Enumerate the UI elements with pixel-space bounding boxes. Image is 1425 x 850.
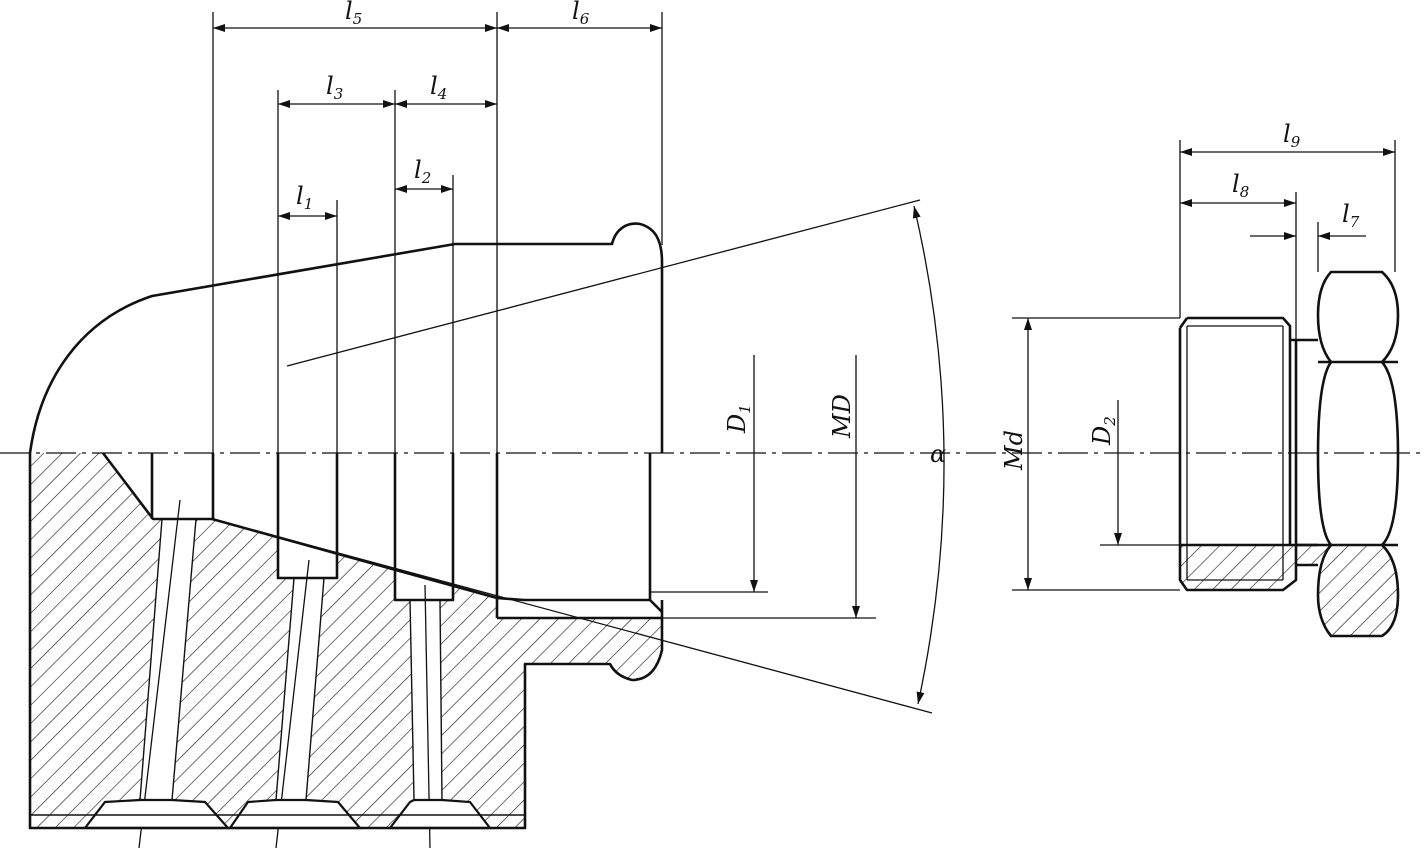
- label-md: MD: [828, 394, 856, 439]
- label-l2: l2: [414, 156, 431, 187]
- taper-line-upper: [286, 199, 921, 367]
- bore-2-cavity: [395, 453, 453, 600]
- bore-2-walls: [393, 453, 455, 602]
- socket-walls: [495, 453, 652, 618]
- plug: [1178, 270, 1400, 638]
- label-d1-idx: 1: [736, 404, 754, 414]
- label-d1: D1: [723, 404, 754, 434]
- plug-head-hatch: [1318, 545, 1398, 636]
- label-l4-sym: l: [430, 72, 438, 100]
- label-l8: l8: [1232, 170, 1249, 201]
- countersink-1: [82, 798, 231, 830]
- label-l7-sym: l: [1342, 200, 1350, 228]
- label-l1: l1: [296, 182, 313, 213]
- taper-line-lower: [211, 518, 933, 714]
- label-d2-idx: 2: [1101, 416, 1119, 427]
- left-bore-walls: [150, 453, 215, 519]
- label-l3-idx: 3: [334, 85, 344, 103]
- plug-neck-hatch: [1296, 545, 1318, 565]
- label-l5: l5: [345, 0, 362, 28]
- label-l8-sym: l: [1232, 170, 1240, 198]
- plug-thread-hatch: [1180, 545, 1296, 590]
- label-l6-sym: l: [572, 0, 580, 25]
- label-l9-idx: 9: [1291, 133, 1301, 151]
- label-l7: l7: [1342, 200, 1360, 231]
- label-l6-idx: 6: [580, 10, 590, 28]
- label-l7-idx: 7: [1350, 213, 1360, 231]
- plug-thread-body: [1178, 316, 1298, 592]
- label-l3: l3: [326, 72, 343, 103]
- label-d2-sym: D: [1088, 426, 1116, 446]
- angle-arc: [912, 205, 945, 705]
- label-l1-idx: 1: [304, 195, 314, 213]
- label-l4-idx: 4: [437, 85, 448, 103]
- label-l2-idx: 2: [421, 169, 432, 187]
- label-l6: l6: [572, 0, 590, 28]
- upper-exterior-outline: [28, 222, 664, 454]
- gauge-body: [28, 222, 664, 849]
- passage-1-centerline: [138, 499, 181, 849]
- bore-1-walls: [276, 453, 339, 580]
- bore-1-cavity: [278, 453, 337, 578]
- label-l3-sym: l: [326, 72, 334, 100]
- label-md-small: Md: [1000, 430, 1028, 471]
- left-dimensions: l5 l6 l3 l4 l2 l1 D1 MD α: [211, 0, 946, 714]
- label-l2-sym: l: [414, 156, 422, 184]
- label-l5-idx: 5: [353, 10, 363, 28]
- label-l9-sym: l: [1283, 120, 1291, 148]
- label-l1-sym: l: [296, 182, 304, 210]
- label-d1-sym: D: [723, 414, 751, 434]
- left-bore-cavity: [152, 453, 213, 519]
- label-alpha: α: [930, 440, 946, 468]
- countersink-2: [227, 798, 363, 830]
- label-l4: l4: [430, 72, 447, 103]
- lower-section-outline: [28, 453, 664, 830]
- label-l9: l9: [1283, 120, 1301, 151]
- label-l8-idx: 8: [1240, 183, 1250, 201]
- label-d2: D2: [1088, 416, 1119, 446]
- label-l5-sym: l: [345, 0, 353, 25]
- socket-cavity: [497, 453, 650, 600]
- right-dimensions: l9 l8 l7 Md D2: [1000, 120, 1396, 591]
